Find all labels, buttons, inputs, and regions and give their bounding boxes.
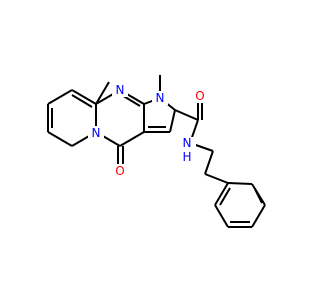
atom-label-h: H [182,150,191,164]
bond [251,204,266,228]
atom-o-amide: O [192,89,208,103]
atom-label-o: O [195,89,204,103]
atom-label-n: N [116,83,125,97]
atom-label-o: O [115,164,124,178]
bond [214,204,229,228]
atom-label-n: N [92,126,101,140]
bond [169,109,176,133]
bond [174,109,199,121]
atom-label-n: N [156,91,165,105]
molecule-structure-diagram: N N N O O N H [47,75,266,228]
bond [71,94,93,108]
bond [204,150,214,175]
atom-o-carbonyl-ring: O [112,164,128,178]
atom-label-layer: N N N O O N H [88,83,208,178]
bond [219,187,231,206]
bond [119,131,145,147]
atom-n-top: N [112,83,128,97]
bond [47,89,73,105]
bond [204,173,229,184]
atom-n-bridge: N [88,126,104,140]
atom-nh-amide: N H [178,136,196,164]
bond [71,89,97,105]
bond [95,81,110,105]
bond [47,131,73,147]
atom-n-pyrrole: N [152,91,168,105]
bond [254,188,263,204]
bond [227,182,253,185]
bond [214,182,229,206]
atom-label-n: N [183,136,192,150]
